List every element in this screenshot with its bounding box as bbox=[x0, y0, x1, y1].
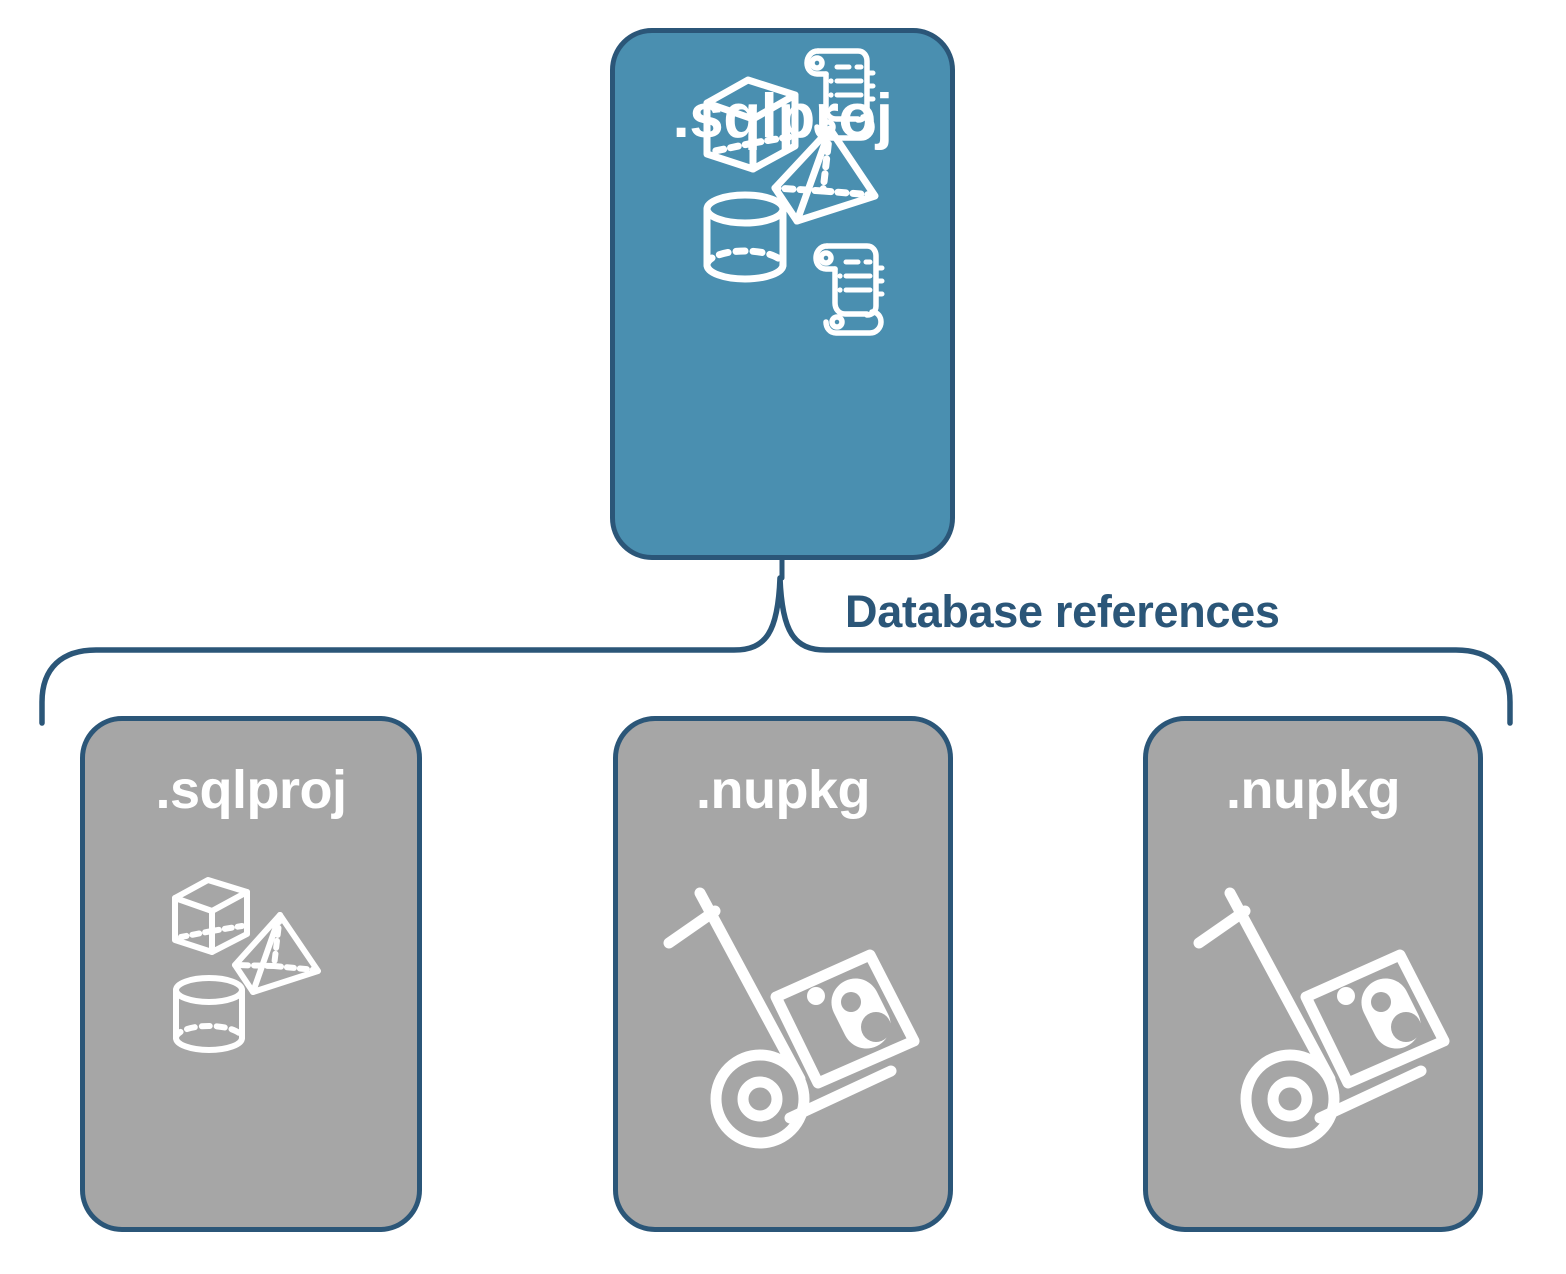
cylinder-icon bbox=[173, 975, 245, 1053]
scroll-icon bbox=[813, 243, 885, 336]
pyramid-icon bbox=[232, 912, 321, 995]
child-node-card-sqlproj[interactable]: .sqlproj bbox=[80, 716, 422, 1232]
hand-truck-icon bbox=[663, 887, 920, 1149]
child-node-label-nupkg-2: .nupkg bbox=[1226, 760, 1400, 820]
top-node-card-sqlproj[interactable]: .sqlproj bbox=[610, 28, 955, 560]
hand-truck-icon bbox=[1193, 887, 1450, 1149]
child-node-label-nupkg-1: .nupkg bbox=[696, 760, 870, 820]
child-node-card-nupkg-1[interactable]: .nupkg bbox=[613, 716, 953, 1232]
connector-label: Database references bbox=[845, 586, 1280, 637]
connector-curly-brace bbox=[39, 575, 1513, 726]
child-node-label-sqlproj: .sqlproj bbox=[155, 760, 347, 820]
cube-icon bbox=[172, 877, 250, 955]
top-node-label: .sqlproj bbox=[672, 82, 893, 151]
child-node-card-nupkg-2[interactable]: .nupkg bbox=[1143, 716, 1483, 1232]
cylinder-icon bbox=[703, 191, 787, 283]
